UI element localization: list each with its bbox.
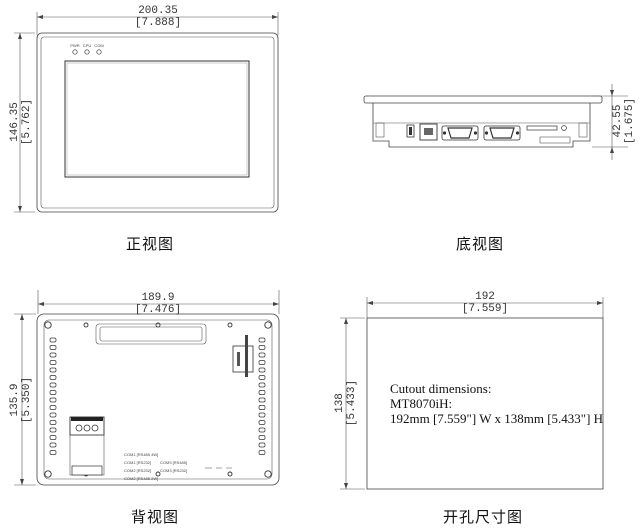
port-label-com1-rs485-4w: COM1 [RS485 4W]: [124, 452, 158, 457]
back-height-in: [5.350]: [21, 377, 33, 423]
vent-slot: [258, 352, 266, 358]
bottom-view: 42.55 [1.675]: [363, 84, 636, 160]
led-com: [96, 49, 102, 55]
vent-slot: [258, 450, 266, 455]
port-label-com2-rs485-2w: COM2 [RS485 2W]: [124, 476, 158, 481]
vent-slot: [49, 352, 57, 358]
vent-slot: [258, 397, 266, 403]
cutout-text-line1: Cutout dimensions:: [390, 381, 491, 396]
vent-slot: [258, 427, 266, 433]
front-height-in: [5.762]: [21, 99, 33, 145]
cutout-height-in: [5.433]: [346, 380, 358, 426]
front-view: 200.35 [7.888] 146.35 [5.762] PWR CPU CO…: [9, 5, 279, 213]
bottom-view-caption: 底视图: [456, 235, 505, 253]
front-screen: [64, 60, 250, 178]
db9-port-2: [483, 125, 521, 141]
vent-slot: [49, 420, 57, 425]
back-width-mm: 189.9: [141, 292, 174, 304]
port-label-com1-rs232: COM1 [RS232]: [124, 460, 151, 465]
vent-slot: [49, 427, 57, 433]
back-housing: [36, 313, 280, 486]
led-cpu: [84, 49, 90, 55]
vent-slot: [258, 382, 266, 388]
sd-card-slot: [526, 125, 558, 131]
vent-slot: [49, 345, 57, 350]
vent-slot: [49, 375, 57, 380]
vent-slot: [49, 337, 57, 343]
cutout-width-mm: 192: [475, 291, 495, 303]
vent-slot: [258, 442, 266, 448]
vent-slot: [258, 420, 266, 425]
led-label-cpu: CPU: [83, 43, 92, 48]
vent-slot: [49, 442, 57, 448]
cutout-width-in: [7.559]: [462, 303, 508, 315]
cutout-text-line3: 192mm [7.559"] W x 138mm [5.433"] H: [390, 411, 603, 426]
cutout-view: 192 [7.559] 138 [5.433] Cutout dimension…: [334, 291, 604, 490]
led-label-pwr: PWR: [70, 43, 79, 48]
front-view-caption: 正视图: [126, 235, 175, 253]
cutout-view-caption: 开孔尺寸图: [443, 508, 524, 526]
vent-slot: [258, 412, 266, 418]
back-width-in: [7.476]: [135, 304, 181, 316]
bottom-depth-mm: 42.55: [612, 104, 624, 137]
led-pwr: [72, 49, 78, 55]
front-width-mm: 200.35: [138, 5, 178, 17]
vent-slot: [49, 390, 57, 395]
vent-slot: [258, 345, 266, 350]
back-view-caption: 背视图: [131, 508, 180, 526]
vent-slot: [258, 337, 266, 343]
port-label-com2-rs232: COM2 [RS232]: [124, 468, 151, 473]
vent-slot: [49, 450, 57, 455]
vent-slot: [49, 367, 57, 373]
front-width-in: [7.888]: [135, 17, 181, 29]
vent-slot: [49, 360, 57, 365]
vent-slot: [258, 375, 266, 380]
vent-slot: [258, 405, 266, 410]
front-bezel: [36, 32, 279, 213]
back-view: 189.9 [7.476] 135.9 [5.350]: [9, 290, 280, 486]
vent-slot: [49, 405, 57, 410]
vent-slot: [49, 435, 57, 440]
cutout-height-mm: 138: [334, 393, 346, 413]
port-label-com3-rs232: COM3 [RS232]: [160, 468, 187, 473]
vent-slot: [258, 390, 266, 395]
led-label-com: COM: [94, 43, 103, 48]
ventilation-slots: [49, 337, 266, 455]
vent-slot: [258, 435, 266, 440]
vent-slot: [258, 367, 266, 373]
vent-slot: [49, 412, 57, 418]
db9-port-1: [441, 125, 479, 141]
back-height-mm: 135.9: [9, 383, 21, 416]
vent-slot: [49, 397, 57, 403]
bottom-depth-in: [1.675]: [624, 98, 636, 144]
vent-slot: [49, 382, 57, 388]
port-label-com3-rs485: COM3 [RS485]: [160, 460, 187, 465]
vent-slot: [258, 360, 266, 365]
cutout-text-line2: MT8070iH:: [390, 396, 452, 411]
front-height-mm: 146.35: [9, 102, 21, 142]
cutout-outline: [366, 317, 604, 490]
